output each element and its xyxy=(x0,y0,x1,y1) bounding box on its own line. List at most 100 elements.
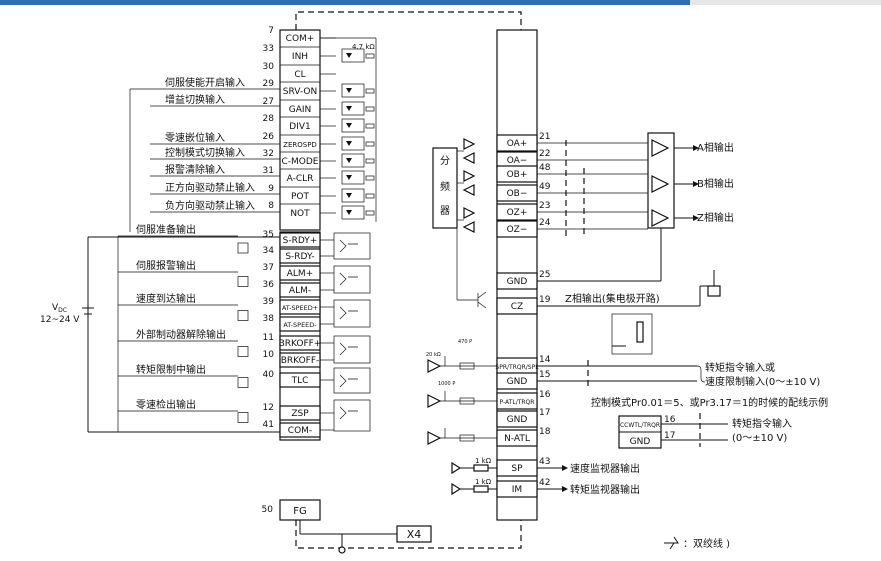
divider-char-2: 频 xyxy=(440,180,450,193)
cap-1000p-label: 1000 P xyxy=(438,381,455,387)
top-accent-bar xyxy=(0,0,881,5)
analog-input-circuits: 470 P 20 kΩ 1000 P xyxy=(426,339,497,445)
left-out-pin-number: 37 xyxy=(263,263,274,273)
right-pin-number: 15 xyxy=(539,370,550,380)
im-output-label: 转矩监视器输出 xyxy=(570,483,640,496)
right-pin-number: 22 xyxy=(539,149,550,159)
opto-diode-icon xyxy=(346,210,352,215)
opto-transistor-icon xyxy=(339,272,358,286)
torque-cmd-line1: 转矩指令输入 xyxy=(732,417,792,430)
b-arrow-icon xyxy=(693,181,699,187)
twisted-pair-icon xyxy=(664,536,679,550)
right-pin-cell xyxy=(496,410,538,428)
right-pin-number: 16 xyxy=(539,390,551,400)
right-pin-number: 43 xyxy=(539,457,550,467)
im-amp-icon xyxy=(451,482,462,496)
potentiometer xyxy=(636,321,644,343)
speed-cmd-line2: 速度限制输入(0～±10 V) xyxy=(705,375,820,388)
cap-470p-label: 470 P xyxy=(458,339,472,345)
left-pin-number: 32 xyxy=(263,149,274,159)
opto-diode-icon xyxy=(346,88,352,93)
opto-in-box xyxy=(341,136,365,151)
left-out-pin-label: TLC xyxy=(291,376,309,386)
right-pin-label: P-ATL/TRQR xyxy=(500,399,535,406)
line-drivers xyxy=(456,138,487,309)
right-pin-label: GND xyxy=(507,277,528,287)
left-pin-label: ZEROSPD xyxy=(283,141,317,149)
resistor-4-7k-label: 4.7 kΩ xyxy=(352,43,375,51)
inset-top-label: CCWTL/TRQR xyxy=(620,422,660,429)
opto-out-box xyxy=(333,335,371,364)
left-out-pin-label: S-RDY+ xyxy=(283,236,318,246)
left-pin-number: 26 xyxy=(263,132,275,142)
left-input-pins: COM+7INH33CL30SRV-ON29GAIN27DIV128ZEROSP… xyxy=(263,26,336,219)
left-out-pin-label: AT-SPEED+ xyxy=(282,304,318,312)
input-label: 正方向驱动禁止输入 xyxy=(165,181,255,194)
cz-transistor-icon xyxy=(477,291,487,309)
right-pin-number: 42 xyxy=(539,478,550,488)
left-pin-label: CL xyxy=(294,70,305,80)
left-out-pin-label: AT-SPEED- xyxy=(283,321,317,329)
frequency-divider-block xyxy=(432,147,458,229)
driver-icon xyxy=(463,207,476,219)
right-pin-number: 48 xyxy=(539,163,551,173)
opto-transistor-icon xyxy=(339,342,358,356)
res-20k-label: 20 kΩ xyxy=(426,352,441,358)
opto-in-box xyxy=(341,153,365,168)
right-pin-label: GND xyxy=(507,377,528,387)
im-resistor-label: 1 kΩ xyxy=(475,478,492,486)
input-label: 增益切换输入 xyxy=(165,93,225,106)
output-label: 速度到达输出 xyxy=(136,292,196,305)
right-pin-number: 24 xyxy=(539,218,551,228)
config-note: 控制模式Pr0.01＝5、或Pr3.17＝1的时候的配线示例 xyxy=(591,396,828,409)
left-out-pin-number: 40 xyxy=(263,370,275,380)
inset-pin-top: 16 xyxy=(664,415,676,425)
opto-resistor xyxy=(365,123,375,129)
opamp-icon xyxy=(427,359,442,373)
left-out-pin-number: 11 xyxy=(263,333,274,343)
left-pin-number: 29 xyxy=(263,79,275,89)
left-pin-number: 8 xyxy=(268,201,274,211)
receiver-icon xyxy=(651,175,670,193)
sp-amp-icon xyxy=(451,461,462,475)
right-pin-number: 18 xyxy=(539,427,551,437)
legend-text: ：双绞线 ) xyxy=(683,537,730,550)
a-arrow-icon xyxy=(693,145,699,151)
load-relay-icon xyxy=(237,412,249,423)
analog-resistor xyxy=(459,434,475,442)
opto-diode-icon xyxy=(346,175,352,180)
driver-inv-icon xyxy=(462,184,475,196)
opto-resistor xyxy=(365,193,375,199)
sp-arrow-icon xyxy=(562,465,568,471)
cz-load-box xyxy=(707,285,721,297)
driver-icon xyxy=(463,170,476,182)
right-pin-number: 19 xyxy=(539,295,551,305)
left-pin-number: 9 xyxy=(268,184,274,194)
left-pin-label: SRV-ON xyxy=(283,87,317,97)
output-label: 伺服准备输出 xyxy=(136,223,196,236)
opto-diode-icon xyxy=(346,53,352,58)
load-relay-icon xyxy=(237,310,249,321)
output-optocouplers xyxy=(237,232,371,432)
left-pin-label: GAIN xyxy=(289,105,312,115)
left-out-pin-label: ALM+ xyxy=(287,269,313,279)
right-pin-label: OZ− xyxy=(507,225,528,235)
right-pin-number: 14 xyxy=(539,355,551,365)
driver-inv-icon xyxy=(462,221,475,233)
im-arrow-icon xyxy=(562,486,568,492)
left-output-pins: S-RDY+35S-RDY-34ALM+37ALM-36AT-SPEED+39A… xyxy=(263,230,334,438)
driver-icon xyxy=(463,138,476,150)
right-pin-label: OA− xyxy=(507,156,528,166)
left-out-pin-label: BRKOFF- xyxy=(281,356,320,366)
right-pin-number: 23 xyxy=(539,201,550,211)
right-pin-number: 49 xyxy=(539,182,551,192)
left-out-pin-number: 36 xyxy=(263,280,275,290)
opto-transistor-icon xyxy=(339,406,358,420)
left-pin-number: 28 xyxy=(263,114,275,124)
left-out-pin-label: ZSP xyxy=(291,409,309,419)
sp-resistor-label: 1 kΩ xyxy=(475,457,492,465)
cz-output-label: Z相输出(集电极开路) xyxy=(565,292,660,305)
z-arrow-icon xyxy=(693,215,699,221)
opto-out-box xyxy=(333,367,371,394)
